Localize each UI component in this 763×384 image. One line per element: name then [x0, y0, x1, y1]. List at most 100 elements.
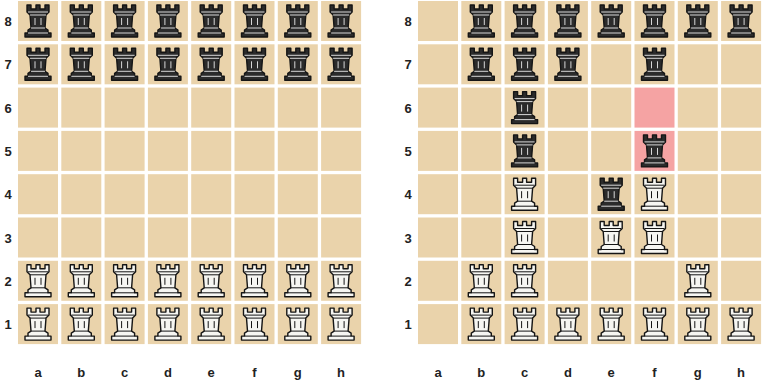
rook-detail — [738, 321, 739, 328]
rook-detail — [31, 331, 45, 332]
rook-detail — [651, 148, 652, 155]
board-square — [591, 44, 631, 84]
board-square — [418, 218, 458, 258]
rook-detail — [331, 315, 351, 316]
rook-detail — [473, 274, 489, 275]
rook-detail — [334, 71, 348, 72]
file-label: h — [337, 366, 345, 379]
rook-body — [242, 308, 268, 340]
rook-body — [285, 308, 311, 340]
rook-detail — [127, 61, 128, 68]
rook-detail — [700, 321, 701, 328]
rook-detail — [614, 321, 615, 328]
white-rook — [112, 265, 138, 297]
rook-detail — [515, 271, 535, 272]
rook-body — [198, 48, 224, 80]
rook-detail — [248, 71, 262, 72]
rook-detail — [290, 318, 306, 319]
rook-detail — [694, 321, 695, 328]
rook-detail — [657, 148, 658, 155]
rook-detail — [694, 278, 695, 285]
rook-detail — [257, 321, 258, 328]
rook-detail — [517, 101, 533, 102]
rook-detail — [71, 33, 91, 34]
board-square — [461, 44, 501, 84]
rook-detail — [484, 61, 485, 68]
rook-detail — [517, 15, 533, 16]
rook-detail — [117, 274, 133, 275]
rook-detail — [700, 278, 701, 285]
file-label: f — [652, 366, 656, 379]
rook-detail — [74, 287, 88, 288]
rook-detail — [247, 274, 263, 275]
rook-detail — [31, 71, 45, 72]
rook-detail — [527, 105, 528, 112]
rook-detail — [203, 58, 219, 59]
highlighted-square — [635, 131, 675, 171]
rook-detail — [158, 315, 178, 316]
black-rook — [555, 48, 581, 80]
rank-label: 1 — [4, 318, 11, 331]
rook-detail — [161, 331, 175, 332]
board-square — [148, 88, 188, 128]
rook-body — [198, 5, 224, 37]
rook-detail — [245, 292, 265, 293]
rook-detail — [518, 28, 532, 29]
white-rook — [198, 265, 224, 297]
black-rook — [598, 178, 624, 210]
rook-body — [642, 222, 668, 254]
rook-detail — [158, 271, 178, 272]
rook-detail — [657, 191, 658, 198]
rook-detail — [474, 71, 488, 72]
rook-detail — [648, 331, 662, 332]
rank-label: 4 — [4, 188, 11, 201]
board-square — [548, 261, 588, 301]
rook-body — [112, 48, 138, 80]
rook-detail — [201, 33, 221, 34]
rook-detail — [73, 274, 89, 275]
white-rook — [242, 308, 268, 340]
rook-detail — [245, 76, 265, 77]
rook-detail — [248, 287, 262, 288]
rook-detail — [338, 18, 339, 25]
board-square — [505, 1, 545, 41]
rook-detail — [478, 278, 479, 285]
rook-detail — [518, 114, 532, 115]
rook-detail — [201, 76, 221, 77]
white-rook — [642, 178, 668, 210]
board-square — [18, 174, 58, 214]
rook-detail — [245, 33, 265, 34]
rook-detail — [78, 278, 79, 285]
file-label: g — [294, 366, 302, 379]
rook-body — [328, 48, 354, 80]
rook-detail — [688, 12, 708, 13]
rook-detail — [691, 28, 705, 29]
rook-detail — [84, 321, 85, 328]
board-square — [505, 88, 545, 128]
white-rook — [468, 265, 494, 297]
rook-detail — [201, 315, 221, 316]
rook-detail — [733, 15, 749, 16]
board-square — [191, 1, 231, 41]
rook-detail — [334, 287, 348, 288]
board-square — [278, 218, 318, 258]
board-square — [105, 261, 145, 301]
rook-detail — [647, 58, 663, 59]
rook-detail — [71, 55, 91, 56]
rook-detail — [471, 12, 491, 13]
board-square — [191, 304, 231, 344]
rook-detail — [338, 278, 339, 285]
board-square — [278, 131, 318, 171]
board-square — [61, 218, 101, 258]
rook-detail — [121, 18, 122, 25]
rook-body — [25, 48, 51, 80]
rook-detail — [527, 18, 528, 25]
board-square — [505, 261, 545, 301]
white-rook — [598, 308, 624, 340]
white-rook — [512, 178, 538, 210]
rook-detail — [170, 278, 171, 285]
rook-body — [598, 5, 624, 37]
white-rook — [285, 308, 311, 340]
rook-detail — [561, 331, 575, 332]
rook-detail — [564, 321, 565, 328]
